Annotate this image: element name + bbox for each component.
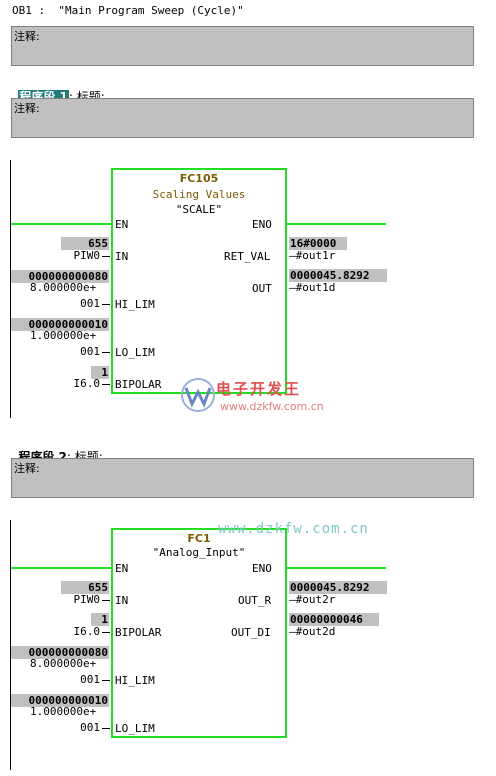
in-tick xyxy=(102,600,110,601)
out-r-value: 0000045.8292 xyxy=(289,581,387,594)
lo-lim-value: 000000000010 xyxy=(11,694,109,707)
watermark-logo-icon xyxy=(181,378,215,412)
ret-val-value: 16#0000 xyxy=(289,237,347,250)
in-value: 655 xyxy=(61,237,109,250)
out-di-value: 00000000046 xyxy=(289,613,379,626)
pin-in: IN xyxy=(115,250,129,263)
pin-hi-lim: HI_LIM xyxy=(115,674,155,687)
in-value: 655 xyxy=(61,581,109,594)
pin-eno: ENO xyxy=(252,562,272,575)
pin-out-di: OUT_DI xyxy=(231,626,271,639)
en-wire xyxy=(11,567,112,569)
eno-wire xyxy=(286,223,386,225)
watermark-url-2: www.dzkfw.com.cn xyxy=(218,521,369,537)
comment-label: 注释: xyxy=(14,30,40,43)
out-address[interactable]: –#out1d xyxy=(289,281,336,294)
hi-lim-exp[interactable]: 001 xyxy=(80,297,100,310)
fc105-block[interactable] xyxy=(111,168,287,394)
pin-out-r: OUT_R xyxy=(238,594,272,607)
power-rail xyxy=(10,520,11,770)
hi-lim-tick xyxy=(102,304,110,305)
comment-label: 注释: xyxy=(14,102,40,115)
block-description: Scaling Values xyxy=(152,188,246,201)
out-r-address[interactable]: –#out2r xyxy=(289,593,336,606)
lo-lim-exp[interactable]: 001 xyxy=(80,721,100,734)
bipolar-address[interactable]: I6.0 xyxy=(73,625,101,638)
block-name: FC1 xyxy=(187,532,211,545)
pin-lo-lim: LO_LIM xyxy=(115,346,155,359)
lo-lim-tick xyxy=(102,728,110,729)
out-value: 0000045.8292 xyxy=(289,269,387,282)
hi-lim-value: 000000000080 xyxy=(11,646,109,659)
pin-lo-lim: LO_LIM xyxy=(115,722,155,735)
pin-in: IN xyxy=(115,594,129,607)
fc1-block[interactable] xyxy=(111,528,287,738)
hi-lim-exp[interactable]: 001 xyxy=(80,673,100,686)
lo-lim-real[interactable]: 1.000000e+ xyxy=(30,329,97,342)
comment-label: 注释: xyxy=(14,462,40,475)
network1-comment-box[interactable]: 注释: xyxy=(11,98,474,138)
block-symbol: "Analog_Input" xyxy=(152,546,246,559)
bipolar-tick xyxy=(102,384,110,385)
ret-val-address[interactable]: –#out1r xyxy=(289,249,336,262)
bipolar-value: 1 xyxy=(91,613,109,626)
ob-title: OB1 : "Main Program Sweep (Cycle)" xyxy=(12,4,244,17)
pin-bipolar: BIPOLAR xyxy=(115,626,162,639)
watermark-url: www.dzkfw.com.cn xyxy=(220,400,324,413)
bipolar-tick xyxy=(102,632,110,633)
hi-lim-real[interactable]: 8.000000e+ xyxy=(30,281,97,294)
bipolar-address[interactable]: I6.0 xyxy=(73,377,101,390)
power-rail xyxy=(10,160,11,418)
pin-hi-lim: HI_LIM xyxy=(115,298,155,311)
watermark-brand: 电子开发王 xyxy=(216,380,302,398)
en-wire xyxy=(11,223,112,225)
in-address[interactable]: PIW0 xyxy=(73,593,101,606)
in-tick xyxy=(102,256,110,257)
network2-comment-box[interactable]: 注释: xyxy=(11,458,474,498)
pin-en: EN xyxy=(115,218,129,231)
hi-lim-tick xyxy=(102,680,110,681)
pin-en: EN xyxy=(115,562,129,575)
lo-lim-value: 000000000010 xyxy=(11,318,109,331)
hi-lim-value: 000000000080 xyxy=(11,270,109,283)
pin-bipolar: BIPOLAR xyxy=(115,378,162,391)
pin-ret-val: RET_VAL xyxy=(224,250,271,263)
bipolar-value: 1 xyxy=(91,366,109,379)
ob-comment-box[interactable]: 注释: xyxy=(11,26,474,66)
lo-lim-real[interactable]: 1.000000e+ xyxy=(30,705,97,718)
lo-lim-tick xyxy=(102,352,110,353)
block-symbol: "SCALE" xyxy=(175,203,223,216)
hi-lim-real[interactable]: 8.000000e+ xyxy=(30,657,97,670)
pin-eno: ENO xyxy=(252,218,272,231)
pin-out: OUT xyxy=(252,282,272,295)
lo-lim-exp[interactable]: 001 xyxy=(80,345,100,358)
in-address[interactable]: PIW0 xyxy=(73,249,101,262)
block-name: FC105 xyxy=(179,172,219,185)
eno-wire xyxy=(286,567,386,569)
out-di-address[interactable]: –#out2d xyxy=(289,625,336,638)
